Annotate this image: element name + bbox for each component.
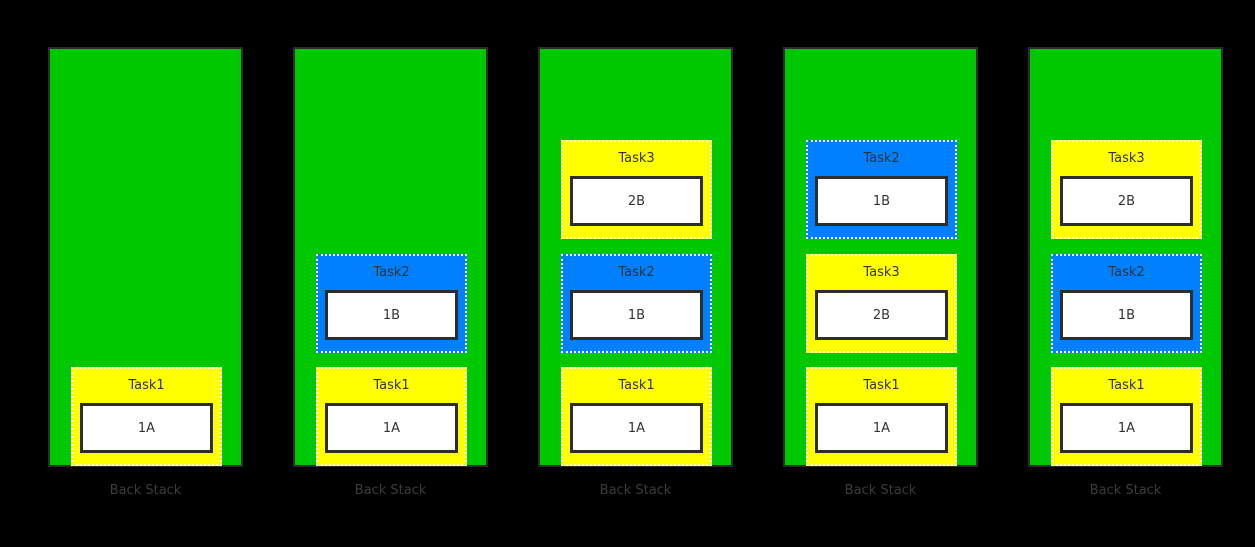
activity-box: 1A [80, 403, 213, 453]
activity-box: 2B [1060, 176, 1193, 226]
activity-box: 1A [1060, 403, 1193, 453]
back-stack-column: Task1 1A Task2 1B Task3 2B Back Stack [1028, 47, 1223, 498]
task-title: Task2 [1108, 265, 1145, 280]
task-box: Task1 1A [561, 367, 712, 466]
task-box: Task1 1A [1051, 367, 1202, 466]
back-stack-column: Task1 1A Task2 1B Back Stack [293, 47, 488, 498]
task-box: Task3 2B [1051, 140, 1202, 239]
activity-label: 1A [1117, 420, 1136, 436]
activity-box: 1B [1060, 290, 1193, 340]
task-box: Task2 1B [806, 140, 957, 239]
task-box: Task1 1A [806, 367, 957, 466]
back-stack-label: Back Stack [354, 483, 427, 498]
stack-body: Task1 1A Task2 1B [293, 47, 488, 467]
activity-box: 2B [815, 290, 948, 340]
task-box: Task2 1B [316, 254, 467, 353]
activity-label: 1B [1117, 307, 1136, 323]
task-title: Task1 [618, 378, 655, 393]
activity-label: 1A [627, 420, 646, 436]
activity-box: 1A [325, 403, 458, 453]
task-title: Task1 [863, 378, 900, 393]
activity-box: 1B [570, 290, 703, 340]
stack-body: Task1 1A [48, 47, 243, 467]
activity-label: 1B [382, 307, 401, 323]
task-box: Task1 1A [316, 367, 467, 466]
activity-box: 2B [570, 176, 703, 226]
task-title: Task2 [863, 151, 900, 166]
back-stack-label: Back Stack [109, 483, 182, 498]
task-title: Task3 [863, 265, 900, 280]
activity-label: 2B [1117, 193, 1136, 209]
activity-box: 1A [815, 403, 948, 453]
activity-box: 1B [325, 290, 458, 340]
stack-body: Task1 1A Task3 2B Task2 1B [783, 47, 978, 467]
back-stack-column: Task1 1A Task2 1B Task3 2B Back Stack [538, 47, 733, 498]
task-box: Task1 1A [71, 367, 222, 466]
activity-label: 2B [627, 193, 646, 209]
task-box: Task2 1B [561, 254, 712, 353]
activity-label: 1B [872, 193, 891, 209]
back-stack-label: Back Stack [599, 483, 672, 498]
activity-label: 1A [137, 420, 156, 436]
task-title: Task3 [618, 151, 655, 166]
activity-label: 1B [627, 307, 646, 323]
back-stack-label: Back Stack [844, 483, 917, 498]
task-title: Task1 [128, 378, 165, 393]
task-title: Task3 [1108, 151, 1145, 166]
task-title: Task2 [373, 265, 410, 280]
stack-body: Task1 1A Task2 1B Task3 2B [1028, 47, 1223, 467]
activity-box: 1A [570, 403, 703, 453]
task-box: Task2 1B [1051, 254, 1202, 353]
stack-body: Task1 1A Task2 1B Task3 2B [538, 47, 733, 467]
task-title: Task1 [1108, 378, 1145, 393]
task-title: Task2 [618, 265, 655, 280]
back-stack-label: Back Stack [1089, 483, 1162, 498]
activity-label: 1A [872, 420, 891, 436]
task-box: Task3 2B [561, 140, 712, 239]
activity-box: 1B [815, 176, 948, 226]
back-stack-column: Task1 1A Back Stack [48, 47, 243, 498]
task-title: Task1 [373, 378, 410, 393]
back-stack-column: Task1 1A Task3 2B Task2 1B Back Stack [783, 47, 978, 498]
activity-label: 2B [872, 307, 891, 323]
task-box: Task3 2B [806, 254, 957, 353]
activity-label: 1A [382, 420, 401, 436]
